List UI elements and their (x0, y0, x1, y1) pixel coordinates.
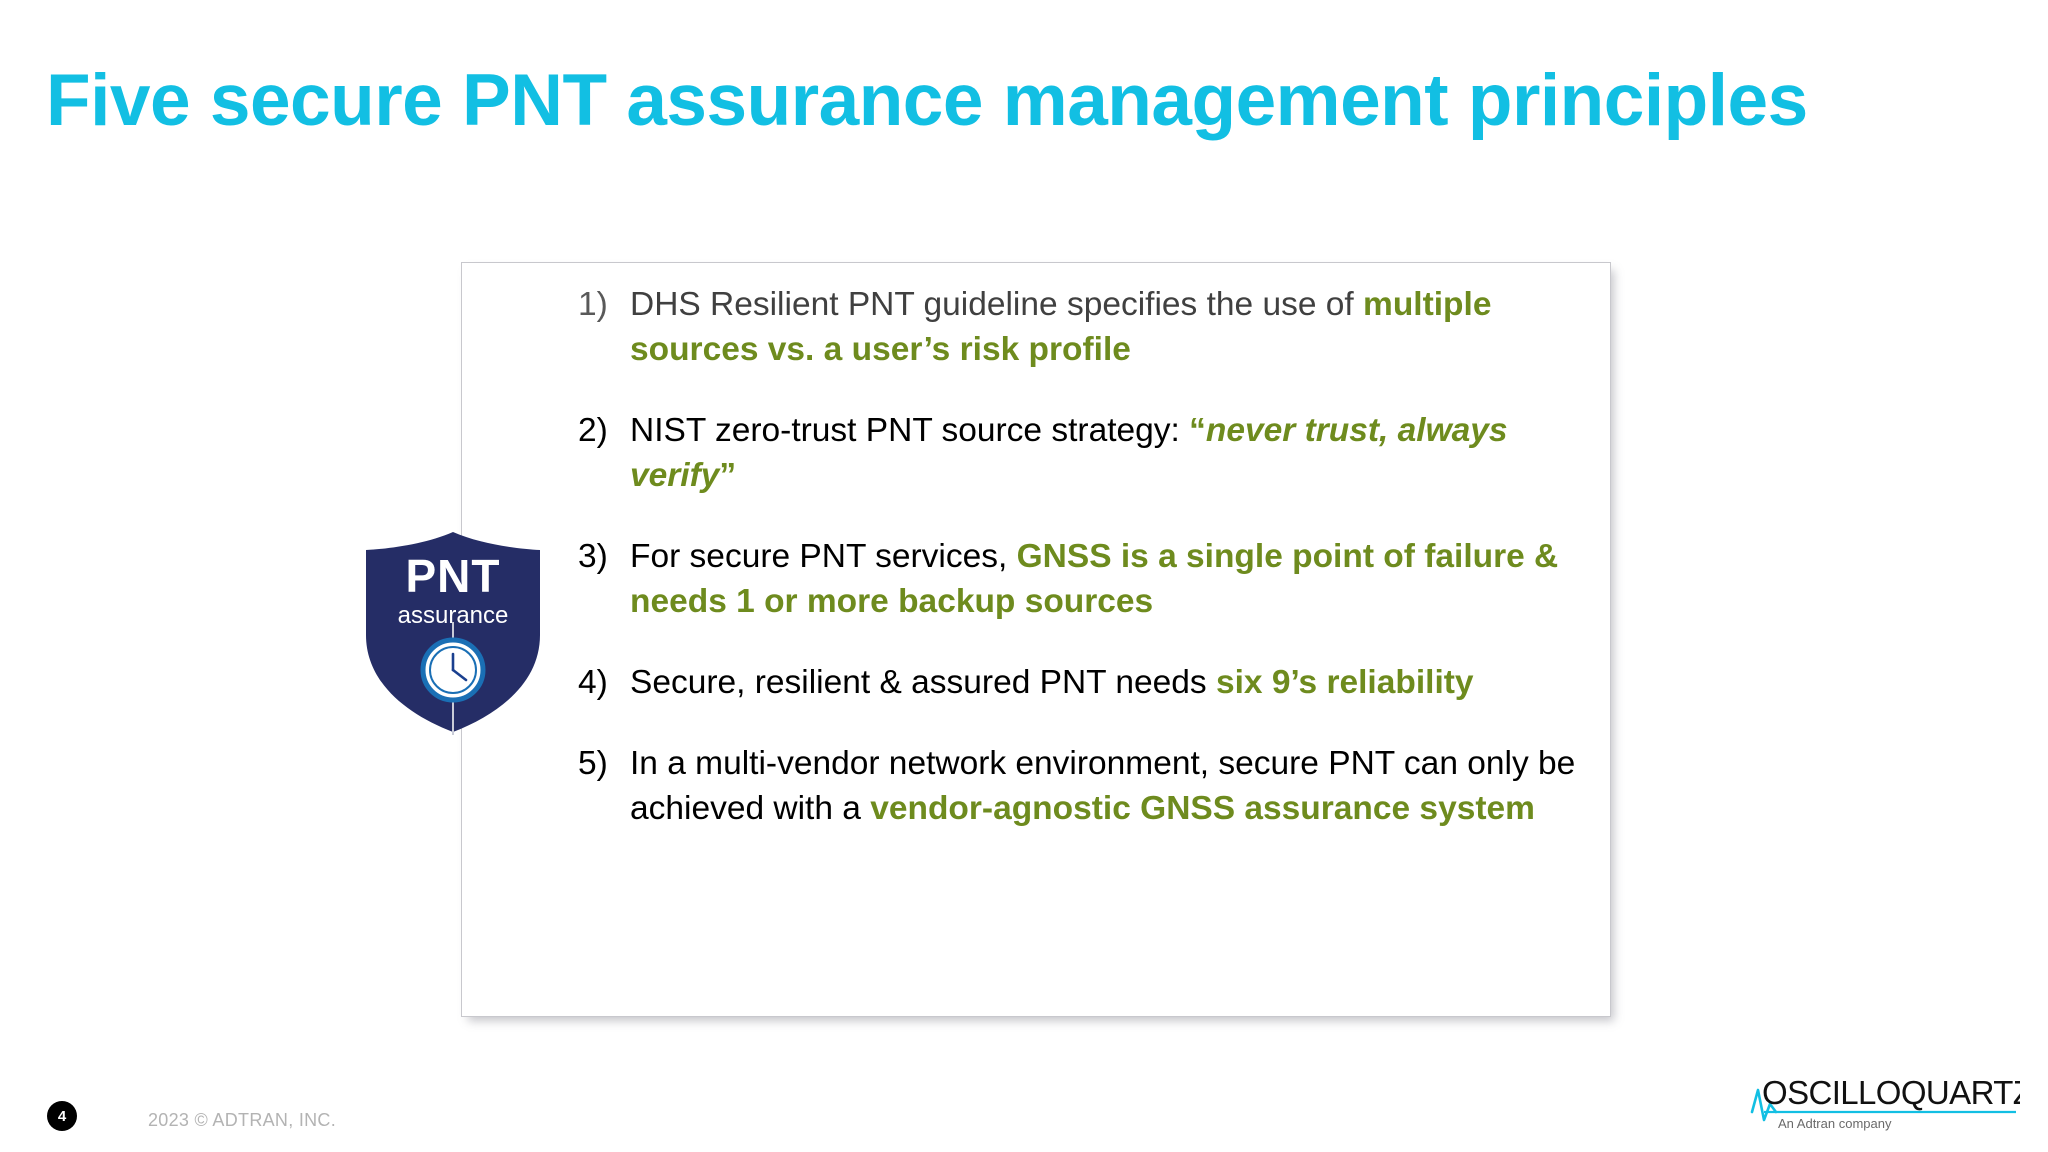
list-item-number: 1) (578, 286, 608, 323)
segment-plain: For secure PNT services, (630, 538, 1017, 575)
segment-emphasis: never trust, always verify (630, 412, 1508, 494)
list-item: 2) NIST zero-trust PNT source strategy: … (578, 408, 1613, 498)
list-item: 4) Secure, resilient & assured PNT needs… (578, 660, 1613, 705)
list-item: 5) In a multi-vendor network environment… (578, 741, 1613, 831)
content-card (461, 262, 1611, 1017)
page-title: Five secure PNT assurance management pri… (46, 60, 1808, 141)
clock-icon (420, 622, 486, 735)
segment-open-quote: “ (1189, 412, 1206, 449)
segment-emphasis: six 9’s reliability (1215, 664, 1474, 701)
list-item-text: DHS Resilient PNT guideline specifies th… (630, 282, 1613, 372)
list-item-text: Secure, resilient & assured PNT needs si… (630, 660, 1613, 705)
list-item-text: NIST zero-trust PNT source strategy: “ne… (630, 408, 1613, 498)
page-number-badge: 4 (47, 1101, 77, 1131)
waveform-icon (1750, 1088, 1778, 1122)
segment-plain: NIST zero-trust PNT source strategy: (630, 412, 1190, 449)
list-item-number: 2) (578, 412, 608, 449)
list-item-text: For secure PNT services, GNSS is a singl… (630, 534, 1613, 624)
pnt-assurance-badge: PNT assurance (358, 530, 548, 735)
copyright-text: 2023 © ADTRAN, INC. (148, 1110, 337, 1130)
oscilloquartz-logo: OSCILLOQUARTZ An Adtran company (1748, 1068, 2020, 1134)
list-item-number: 3) (578, 538, 608, 575)
shield-icon: PNT assurance (366, 532, 540, 735)
principles-list: 1) DHS Resilient PNT guideline specifies… (578, 282, 1613, 831)
segment-emphasis: GNSS is a single point of failure & need… (630, 538, 1559, 620)
logo-tagline-text: An Adtran company (1778, 1116, 1892, 1131)
list-item: 3) For secure PNT services, GNSS is a si… (578, 534, 1613, 624)
badge-title-text: PNT (406, 550, 501, 602)
segment-plain: DHS Resilient PNT guideline specifies th… (630, 286, 1364, 323)
list-item-text: In a multi-vendor network environment, s… (630, 741, 1613, 831)
segment-plain: Secure, resilient & assured PNT needs (630, 664, 1216, 701)
list-item-number: 4) (578, 664, 608, 701)
segment-plain: In a multi-vendor network environment, s… (630, 745, 1576, 827)
logo-mark-icon: OSCILLOQUARTZ An Adtran company (1750, 1074, 2020, 1131)
list-item: 1) DHS Resilient PNT guideline specifies… (578, 282, 1613, 372)
segment-emphasis: vendor-agnostic GNSS assurance system (870, 790, 1535, 827)
segment-emphasis: multiple sources vs. a user’s risk profi… (630, 286, 1492, 368)
logo-wordmark-text: OSCILLOQUARTZ (1762, 1074, 2020, 1111)
segment-close-quote: ” (719, 457, 737, 494)
list-item-number: 5) (578, 745, 608, 782)
